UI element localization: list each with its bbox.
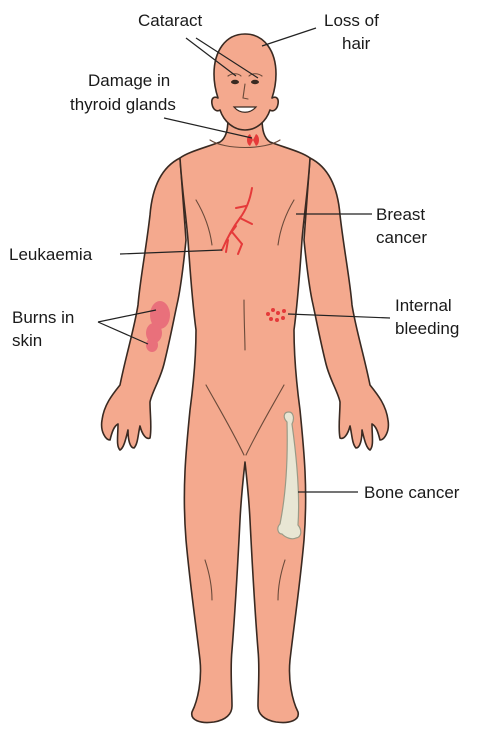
human-body-figure xyxy=(102,34,389,723)
label-cataract: Cataract xyxy=(138,11,203,30)
label-internal-bleeding-line2: bleeding xyxy=(395,319,459,338)
label-breast-cancer-line1: Breast xyxy=(376,205,425,224)
left-arm xyxy=(102,158,186,450)
label-internal-bleeding-line1: Internal xyxy=(395,296,452,315)
label-bone-cancer: Bone cancer xyxy=(364,483,460,502)
label-breast-cancer-line2: cancer xyxy=(376,228,427,247)
label-thyroid-line1: Damage in xyxy=(88,71,170,90)
label-burns-line1: Burns in xyxy=(12,308,74,327)
head xyxy=(212,34,278,130)
label-thyroid-line2: thyroid glands xyxy=(70,95,176,114)
label-loss-of-hair-line2: hair xyxy=(342,34,371,53)
label-loss-of-hair-line1: Loss of xyxy=(324,11,379,30)
label-leukaemia: Leukaemia xyxy=(9,245,93,264)
right-arm xyxy=(304,158,388,450)
label-burns-line2: skin xyxy=(12,331,42,350)
